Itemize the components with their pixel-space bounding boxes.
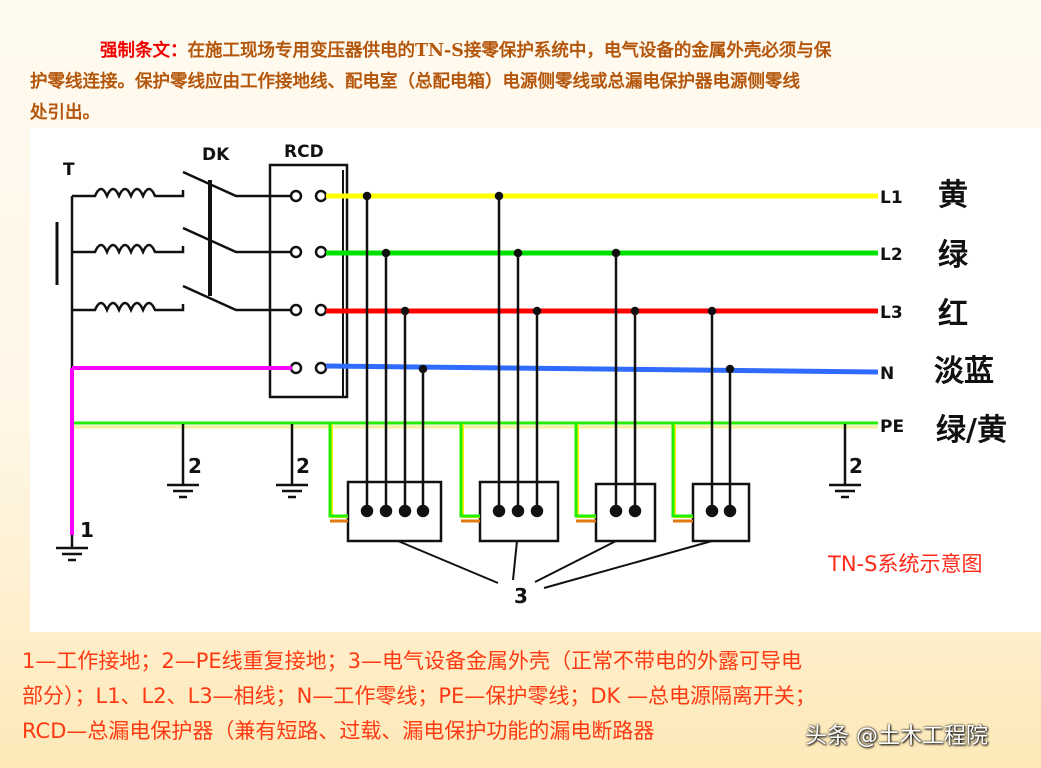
junction-dot [611,248,621,258]
pe-drop [671,424,693,518]
ground-symbol [829,424,861,499]
legend: 1—工作接地；2—PE线重复接地；3—电气设备金属外壳（正常不带电的外露可导电 … [22,644,1032,749]
pe-drop [459,424,480,518]
dk-switch [182,170,292,312]
pe-drop-yellow [331,424,348,518]
label-enclosure-3: 3 [514,584,528,608]
clause-line-3: 处引出。 [30,103,100,123]
junction-dot [609,504,623,518]
label-pe: PE [880,417,904,437]
junction-dot [400,306,410,316]
rcd-box [268,163,349,399]
junction-dot [416,504,430,518]
junction-dot [492,504,506,518]
junction-dot [707,306,717,316]
junction-dot [362,191,372,201]
clause-line-1: 在施工现场专用变压器供电的TN-S接零保护系统中，电气设备的金属外壳必须与保 [187,41,832,61]
color-l1: 黄 [938,178,968,213]
ground-symbol [276,424,308,499]
label-rcd: RCD [284,142,324,162]
label-ground-2: 2 [188,454,202,478]
label-ground-2: 2 [296,454,310,478]
equipment-enclosure [346,480,443,543]
mandatory-clause: 强制条文：在施工现场专用变压器供电的TN-S接零保护系统中，电气设备的金属外壳必… [30,36,990,129]
junction-dot [513,248,523,258]
color-n: 淡蓝 [934,354,994,389]
equipment-enclosure [691,482,751,543]
junction-dot [360,504,374,518]
tn-s-diagram: T DK RCD 1 2 2 2 3 L1 L2 L3 N PE 黄 绿 红 淡… [30,128,1041,632]
equipment-enclosure [478,480,560,543]
equipment-enclosure [594,482,657,543]
pe-drop [328,424,348,518]
diagram-caption: TN-S系统示意图 [827,552,982,576]
ground-symbol [56,535,88,562]
rcd-terminals [289,189,328,375]
pe-drop [574,424,596,518]
legend-line-3: RCD—总漏电保护器（兼有短路、过载、漏电保护功能的漏电断路器 [22,719,655,743]
ground-symbol [167,424,199,499]
legend-line-1: 1—工作接地；2—PE线重复接地；3—电气设备金属外壳（正常不带电的外露可导电 [22,649,803,673]
label-ground-1: 1 [80,518,94,542]
pe-drop-yellow [674,424,693,518]
legend-line-2: 部分）；L1、L2、L3—相线；N—工作零线；PE—保护零线；DK —总电源隔离… [22,684,816,708]
pe-drop-yellow [462,424,480,518]
label-ground-2: 2 [849,454,863,478]
junction-dot [628,504,642,518]
junction-dot [725,364,735,374]
label-dk: DK [202,145,230,165]
junction-dot [530,504,544,518]
neutral-link [70,366,292,535]
watermark: 头条 @土木工程院 [805,724,988,749]
junction-dot [511,504,525,518]
junction-dot [494,191,504,201]
label-n: N [880,364,894,384]
junction-dot [723,504,737,518]
junction-dot [379,504,393,518]
junction-dot [630,306,640,316]
clause-lead: 强制条文： [100,41,188,61]
line-n [325,363,879,375]
enclosure-pointers [397,540,713,589]
color-l3: 红 [938,297,968,332]
junction-dot [418,364,428,374]
label-l2: L2 [880,245,903,265]
pe-drop-yellow [577,424,596,518]
color-l2: 绿 [938,238,969,273]
junction-dot [398,504,412,518]
label-l1: L1 [880,188,903,208]
label-t: T [63,160,75,180]
clause-line-2: 护零线连接。保护零线应由工作接地线、配电室（总配电箱）电源侧零线或总漏电保护器电… [30,72,800,92]
junction-dot [532,306,542,316]
color-pe: 绿/黄 [936,413,1007,448]
junction-dot [705,504,719,518]
transformer-coils [72,187,185,314]
label-l3: L3 [880,303,903,323]
junction-dot [381,248,391,258]
